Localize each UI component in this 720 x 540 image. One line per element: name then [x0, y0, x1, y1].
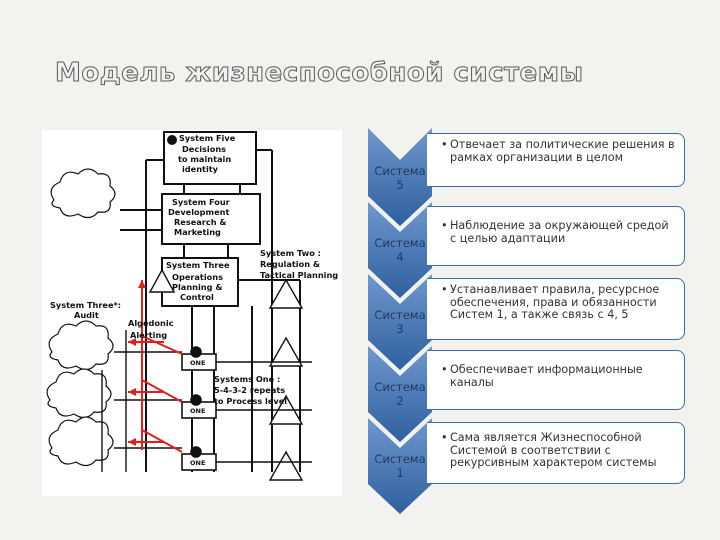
system-one-title: Systems One : [214, 374, 280, 384]
algedonic-label: Alerting [130, 330, 167, 340]
system-four-title: System Four [172, 197, 231, 207]
cloud-1 [48, 320, 114, 371]
vsm-diagram-svg: System Five Decisions to maintain identi… [46, 131, 338, 481]
system-four-line: Research & [174, 217, 227, 227]
one-label: ONE [190, 359, 205, 367]
system-three-line: Planning & [172, 282, 222, 292]
system-one-line: 5-4-3-2 repeats [214, 385, 285, 395]
algedonic-label: Algedonic [128, 318, 174, 328]
system-four-line: Development [168, 207, 229, 217]
level-description-5: •Отвечает за политические решения в рамк… [427, 133, 685, 187]
level-description-2: •Обеспечивает информационные каналы [427, 350, 685, 410]
level-description-4: •Наблюдение за окружающей средой с целью… [427, 206, 685, 266]
system-three-line: Control [180, 292, 214, 302]
system-five-line: identity [182, 164, 219, 174]
system-three-audit-line: Audit [74, 310, 99, 320]
level-description-1: •Сама является Жизнеспособной Системой в… [427, 422, 685, 484]
cloud-3 [48, 416, 114, 467]
one-label: ONE [190, 407, 205, 415]
one-label: ONE [190, 459, 205, 467]
system-five-title: System Five [179, 133, 236, 143]
system-two-line: Regulation & [260, 259, 320, 269]
system-three-audit-title: System Three*: [50, 300, 121, 310]
system-one-line: to Process level [214, 396, 287, 406]
system-two-line: Tactical Planning [260, 270, 338, 280]
level-description-3: •Устанавливает правила, ресурсное обеспе… [427, 278, 685, 340]
vsm-diagram: System Five Decisions to maintain identi… [42, 130, 342, 496]
cloud-2 [46, 368, 112, 419]
system-three-line: Operations [172, 272, 223, 282]
system-four-line: Marketing [174, 227, 221, 237]
page-title: Модель жизнеспособной системы [54, 58, 584, 89]
system-five-line: Decisions [182, 144, 226, 154]
environment-clouds [46, 168, 116, 467]
system-two-title: System Two : [260, 248, 321, 258]
system-five-line: to maintain [178, 154, 231, 164]
system-three-title: System Three [166, 260, 230, 270]
cloud-top [50, 168, 116, 219]
